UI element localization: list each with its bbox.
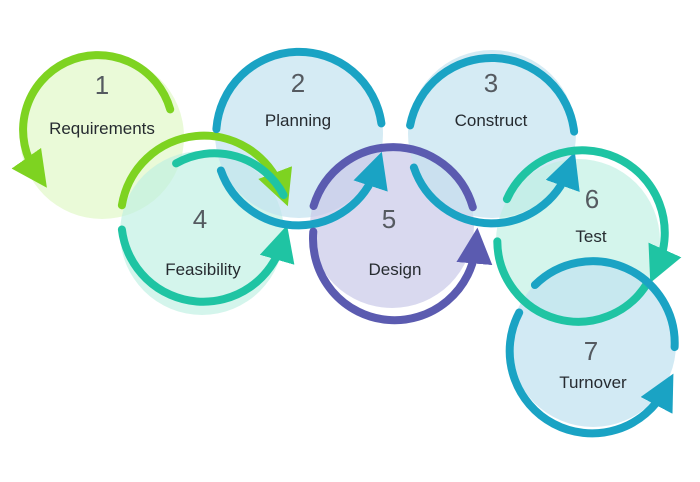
step-5-number: 5: [382, 204, 396, 234]
step-2-arc-lower: [216, 151, 388, 230]
step-5-arc-top: [309, 143, 477, 212]
step-5-label: Design: [369, 260, 422, 279]
step-2-arc-arrow: [212, 47, 386, 134]
step-4-label: Feasibility: [165, 260, 241, 279]
step-2-label: Planning: [265, 111, 331, 130]
step-7-arc-top: [530, 257, 679, 352]
step-4-arc-top-teal: [172, 149, 288, 200]
step-7-arc-lower: [505, 308, 674, 438]
step-4-number: 4: [193, 204, 207, 234]
step-6-label: Test: [575, 227, 606, 246]
step-3-arc-lower: [409, 152, 580, 228]
step-3-arc-top: [406, 54, 579, 136]
step-3-label: Construct: [455, 111, 528, 130]
step-4-arc-arrow: [117, 131, 292, 210]
step-7-number: 7: [584, 336, 598, 366]
step-4-arc-lower: [117, 225, 295, 306]
step-1-number: 1: [95, 70, 109, 100]
step-6-arc-lower: [493, 237, 652, 326]
step-7-label: Turnover: [559, 373, 627, 392]
step-6-number: 6: [585, 184, 599, 214]
step-1-arc-arrow: [11, 51, 175, 188]
step-2-number: 2: [291, 68, 305, 98]
step-1-label: Requirements: [49, 119, 155, 138]
step-3-number: 3: [484, 68, 498, 98]
step-6-arc-top: [502, 146, 682, 283]
step-5-arc-lower: [309, 227, 493, 325]
